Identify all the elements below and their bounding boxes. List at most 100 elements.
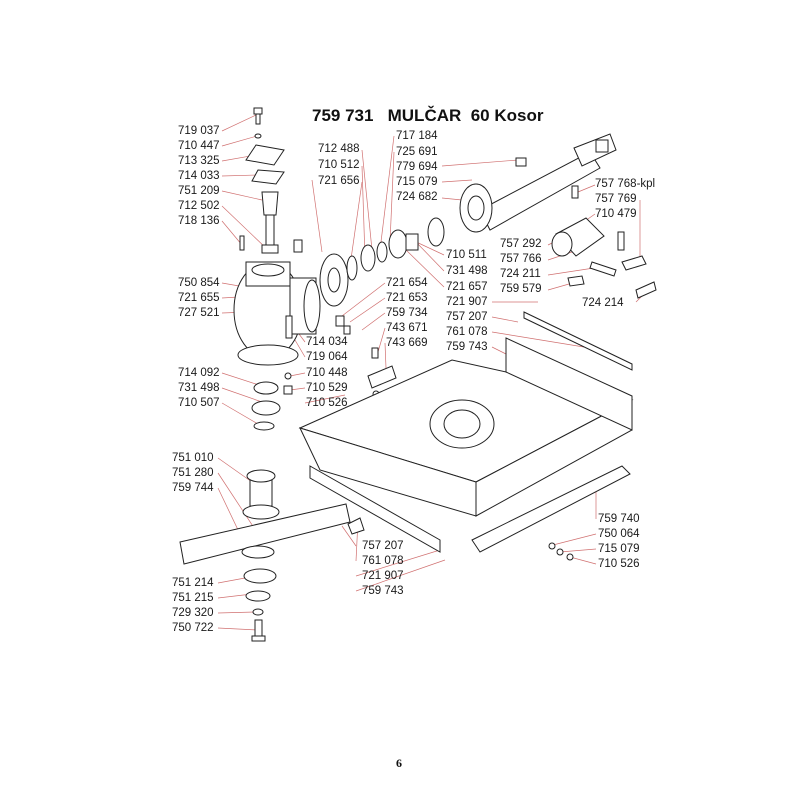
label-715079: 715 079	[396, 176, 438, 188]
label-721653: 721 653	[386, 292, 428, 304]
pin-710479	[617, 231, 625, 251]
label-724214: 724 214	[582, 297, 624, 309]
label-718136: 718 136	[178, 215, 220, 227]
spacer-724682	[405, 233, 419, 251]
nut-710529	[283, 385, 293, 395]
blade-759744	[179, 503, 351, 565]
bracket-759734	[367, 365, 397, 389]
blade-assembly-751010	[242, 469, 280, 520]
grease-nipple-757768	[571, 185, 579, 199]
gasket-714033	[251, 169, 285, 185]
bolt-750722	[251, 619, 266, 642]
label-714033: 714 033	[178, 170, 220, 182]
label-710507: 710 507	[178, 397, 220, 409]
label-710529: 710 529	[306, 382, 348, 394]
label-710526-b: 710 526	[598, 558, 640, 570]
bearing-721656	[360, 244, 376, 272]
label-721907-b: 721 907	[362, 570, 404, 582]
label-724682: 724 682	[396, 191, 438, 203]
label-757292: 757 292	[500, 238, 542, 250]
bracket-757207	[347, 517, 365, 535]
label-719037: 719 037	[178, 125, 220, 137]
label-710511: 710 511	[446, 249, 487, 261]
label-719064: 719 064	[306, 351, 348, 363]
label-717184: 717 184	[396, 130, 438, 142]
stud-714034	[285, 315, 293, 339]
skid-759743-b	[309, 465, 441, 553]
label-750064: 750 064	[598, 528, 640, 540]
label-759744: 759 744	[172, 482, 214, 494]
clip-757769	[621, 255, 647, 271]
bolt-715079-b	[556, 548, 564, 556]
label-757207: 757 207	[446, 311, 488, 323]
label-721657: 721 657	[446, 281, 488, 293]
nut-710526-b	[566, 553, 574, 561]
label-750722: 750 722	[172, 622, 214, 634]
strip-761078	[523, 311, 633, 371]
label-721655: 721 655	[178, 292, 220, 304]
label-710526: 710 526	[306, 397, 348, 409]
label-731498: 731 498	[446, 265, 488, 277]
label-743669: 743 669	[386, 337, 428, 349]
label-715079-b: 715 079	[598, 543, 640, 555]
label-710447: 710 447	[178, 140, 220, 152]
page-number: 6	[396, 756, 402, 770]
washer-710448	[284, 372, 292, 380]
label-751010: 751 010	[172, 452, 214, 464]
washer-751215	[245, 590, 271, 602]
washer-729320	[252, 608, 264, 616]
bolt-715079	[515, 157, 527, 167]
spring-721654	[335, 315, 345, 327]
label-713325: 713 325	[178, 155, 220, 167]
label-721656: 721 656	[318, 175, 360, 187]
plate-713325	[245, 144, 285, 166]
label-721654: 721 654	[386, 277, 428, 289]
label-759743: 759 743	[446, 341, 488, 353]
label-757766: 757 766	[500, 253, 542, 265]
label-751214: 751 214	[172, 577, 214, 589]
label-759740: 759 740	[598, 513, 640, 525]
label-759743-b: 759 743	[362, 585, 404, 597]
label-710479: 710 479	[595, 208, 637, 220]
label-714034: 714 034	[306, 336, 348, 348]
bearing-725691	[388, 229, 408, 259]
label-714092: 714 092	[178, 367, 220, 379]
diagram-title: 759 731 MULČAR 60 Kosor	[312, 106, 544, 125]
washer-759579	[567, 275, 585, 287]
label-779694: 779 694	[396, 161, 438, 173]
ring-717184	[376, 241, 388, 263]
seal-731498	[427, 217, 445, 247]
circlip-710512	[346, 255, 358, 281]
label-729320: 729 320	[172, 607, 214, 619]
label-712488: 712 488	[318, 143, 360, 155]
plate-751214	[243, 568, 277, 584]
drive-tube-779694	[459, 133, 617, 233]
label-761078: 761 078	[446, 326, 488, 338]
washer-750064	[548, 542, 556, 550]
bevel-gear-712488	[319, 253, 349, 307]
shield-759743	[505, 337, 633, 431]
label-743671: 743 671	[386, 322, 428, 334]
label-757207-b: 757 207	[362, 540, 404, 552]
label-757769: 757 769	[595, 193, 637, 205]
label-757768-kpl: 757 768-kpl	[595, 178, 656, 190]
bolt-719037	[253, 107, 263, 125]
plug-721656	[293, 239, 303, 253]
bracket-757292	[551, 217, 605, 257]
label-750854: 750 854	[178, 277, 220, 289]
label-761078-b: 761 078	[362, 555, 404, 567]
gearbox-housing-750854	[233, 261, 321, 366]
label-759734: 759 734	[386, 307, 428, 319]
label-712502: 712 502	[178, 200, 220, 212]
label-724211: 724 211	[500, 268, 541, 280]
label-751209: 751 209	[178, 185, 220, 197]
spring-724214	[635, 281, 657, 299]
skid-759740	[471, 465, 631, 553]
circlip-710507	[253, 421, 275, 431]
label-759579: 759 579	[500, 283, 542, 295]
label-725691: 725 691	[396, 146, 438, 158]
label-721907: 721 907	[446, 296, 488, 308]
pin-718136	[239, 235, 245, 251]
